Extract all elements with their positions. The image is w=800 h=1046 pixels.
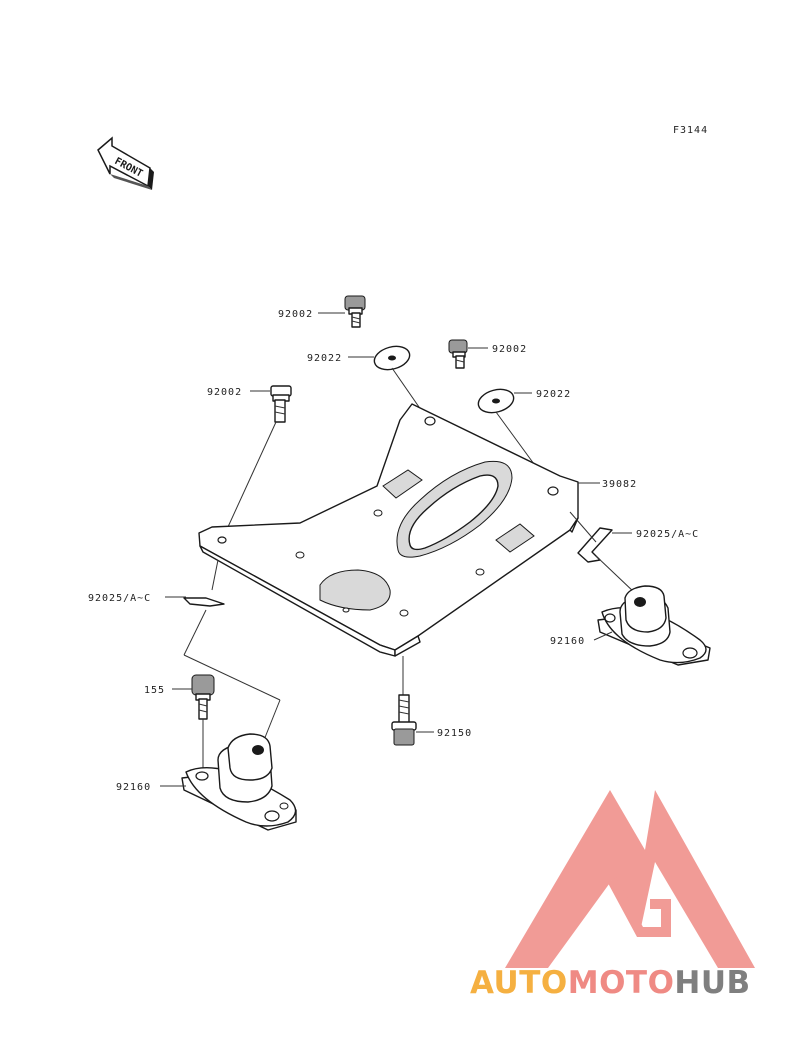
label-mount-left: 92160	[116, 782, 151, 793]
watermark-text: AUTOMOTOHUB	[470, 965, 751, 1001]
watermark-moto: MOTO	[568, 965, 675, 1001]
label-bracket: 39082	[602, 479, 637, 490]
bolt-left	[270, 385, 292, 423]
clip-right	[577, 527, 613, 563]
watermark-auto: AUTO	[470, 965, 568, 1001]
label-bolt-bottom: 92150	[437, 728, 472, 739]
figure-code: F3144	[673, 125, 708, 136]
mount-right	[597, 585, 711, 666]
label-bolt-top-right: 92002	[492, 344, 527, 355]
bolt-top-right	[448, 339, 468, 369]
label-nut-left: 155	[144, 685, 165, 696]
label-washer-left: 92022	[307, 353, 342, 364]
washer-right	[477, 388, 515, 414]
label-bolt-top-left: 92002	[278, 309, 313, 320]
bracket-main	[198, 403, 579, 657]
watermark-logo-icon	[505, 790, 755, 968]
washer-left	[373, 345, 411, 371]
watermark-hub: HUB	[674, 965, 750, 1001]
label-mount-right: 92160	[550, 636, 585, 647]
mount-left	[181, 733, 297, 831]
label-clip-left: 92025/A~C	[88, 593, 151, 604]
label-clip-right: 92025/A~C	[636, 529, 699, 540]
nut-left	[191, 674, 215, 720]
front-arrow-icon: FRONT	[97, 136, 154, 190]
bolt-bottom	[391, 694, 417, 746]
label-washer-right: 92022	[536, 389, 571, 400]
clip-left	[183, 597, 225, 607]
label-bolt-left: 92002	[207, 387, 242, 398]
bolt-top-left	[344, 295, 366, 328]
